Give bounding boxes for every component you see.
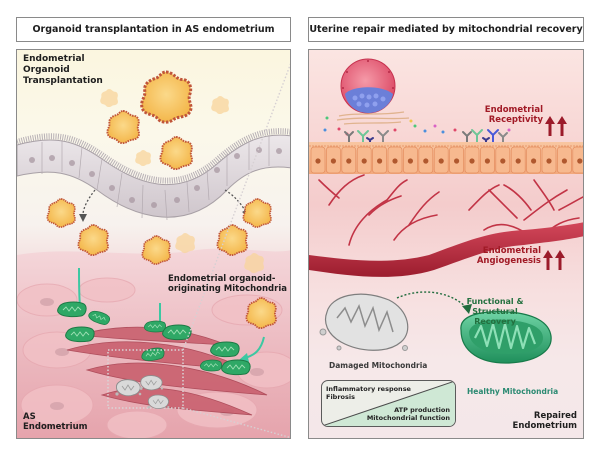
organoid-faint (175, 233, 195, 254)
cell-nucleus (484, 158, 490, 164)
organoid-faint (135, 150, 151, 167)
blastocyst-icon (340, 58, 396, 114)
left-panel-header-text: Organoid transplantation in AS endometri… (32, 24, 275, 35)
cell-nucleus (346, 158, 352, 164)
mitochondrion (199, 359, 222, 372)
organoid (77, 224, 109, 257)
cell-nucleus (515, 158, 521, 164)
angiogenesis-up-arrows-icon (543, 250, 565, 270)
mitochondrion (143, 320, 166, 333)
right-panel-illustration (309, 58, 583, 364)
damaged-mitochondria-label: Damaged Mitochondria (329, 361, 428, 370)
left-panel-organoid-transplantation: Endometrial Organoid Transplantation End… (16, 49, 291, 439)
receptors (344, 129, 508, 144)
organoid (159, 136, 193, 171)
recovery-arrow (396, 291, 468, 309)
organoid (106, 110, 140, 145)
increased-markers: ATP production Mitochondrial function (366, 406, 450, 422)
cell-nucleus (377, 158, 383, 164)
mitochondrion (221, 359, 251, 376)
cell-nucleus (546, 158, 552, 164)
cell-nucleus (330, 158, 336, 164)
cell-nucleus (438, 158, 444, 164)
cell-nucleus (561, 158, 567, 164)
left-panel-header: Organoid transplantation in AS endometri… (16, 17, 291, 42)
main-blood-vessel (309, 222, 583, 277)
healthy-mitochondria-label: Healthy Mitochondria (467, 387, 559, 396)
mitochondrion (210, 341, 240, 358)
zoom-connector-line (182, 63, 290, 351)
zoom-connector-line (182, 407, 290, 438)
mitochondrion (162, 324, 192, 341)
cell-nucleus (315, 158, 321, 164)
cell-nucleus (577, 158, 583, 164)
tradeoff-box: Inflammatory response Fibrosis ATP produ… (321, 380, 456, 427)
organoid (242, 198, 272, 228)
right-panel-header-text: Uterine repair mediated by mitochondrial… (309, 24, 583, 35)
migration-arrow-left (82, 189, 96, 219)
organoid-faint (100, 89, 118, 108)
cell-nucleus (454, 158, 460, 164)
cell-nucleus (423, 158, 429, 164)
repaired-endometrium-label: Repaired Endometrium (512, 411, 577, 431)
recovery-label: Functional & Structural Recovery (466, 297, 524, 326)
cell-nucleus (407, 158, 413, 164)
cell-nucleus (392, 158, 398, 164)
cell-nucleus (469, 158, 475, 164)
organoid (216, 224, 248, 257)
epithelium-nuclei (29, 147, 282, 208)
healthy-mitochondrion-icon (460, 311, 552, 364)
mitochondrion (65, 326, 95, 343)
organoid-large (140, 70, 193, 124)
receptivity-label: Endometrial Receptivity (484, 105, 543, 125)
stromal-fibers (336, 111, 410, 125)
epithelium-cells-right (310, 146, 583, 174)
organoid (141, 235, 171, 265)
organoid (46, 198, 76, 228)
right-panel-header: Uterine repair mediated by mitochondrial… (308, 17, 584, 42)
as-endometrium-label: AS Endometrium (23, 412, 88, 432)
migration-arrow-right (224, 189, 247, 213)
decreased-markers: Inflammatory response Fibrosis (326, 385, 411, 401)
cell-nucleus (361, 158, 367, 164)
tradeoff-diagonal (322, 381, 455, 426)
angiogenesis-label: Endometrial Angiogenesis (476, 246, 541, 266)
organoid-faint (211, 96, 229, 115)
receptivity-up-arrows-icon (545, 116, 567, 136)
organoid-mitochondria-label: Endometrial organoid- originating Mitoch… (168, 274, 287, 294)
right-panel-uterine-repair: Endometrial Receptivity Endometrial Angi… (308, 49, 584, 439)
mitochondrion (57, 301, 87, 318)
cell-nucleus (500, 158, 506, 164)
epithelium-apical-cilia (17, 128, 290, 184)
organoid-transplantation-title: Endometrial Organoid Transplantation (23, 54, 103, 86)
damaged-mitochondrion-icon (319, 293, 409, 351)
left-panel-illustration (17, 63, 290, 438)
cell-nucleus (531, 158, 537, 164)
